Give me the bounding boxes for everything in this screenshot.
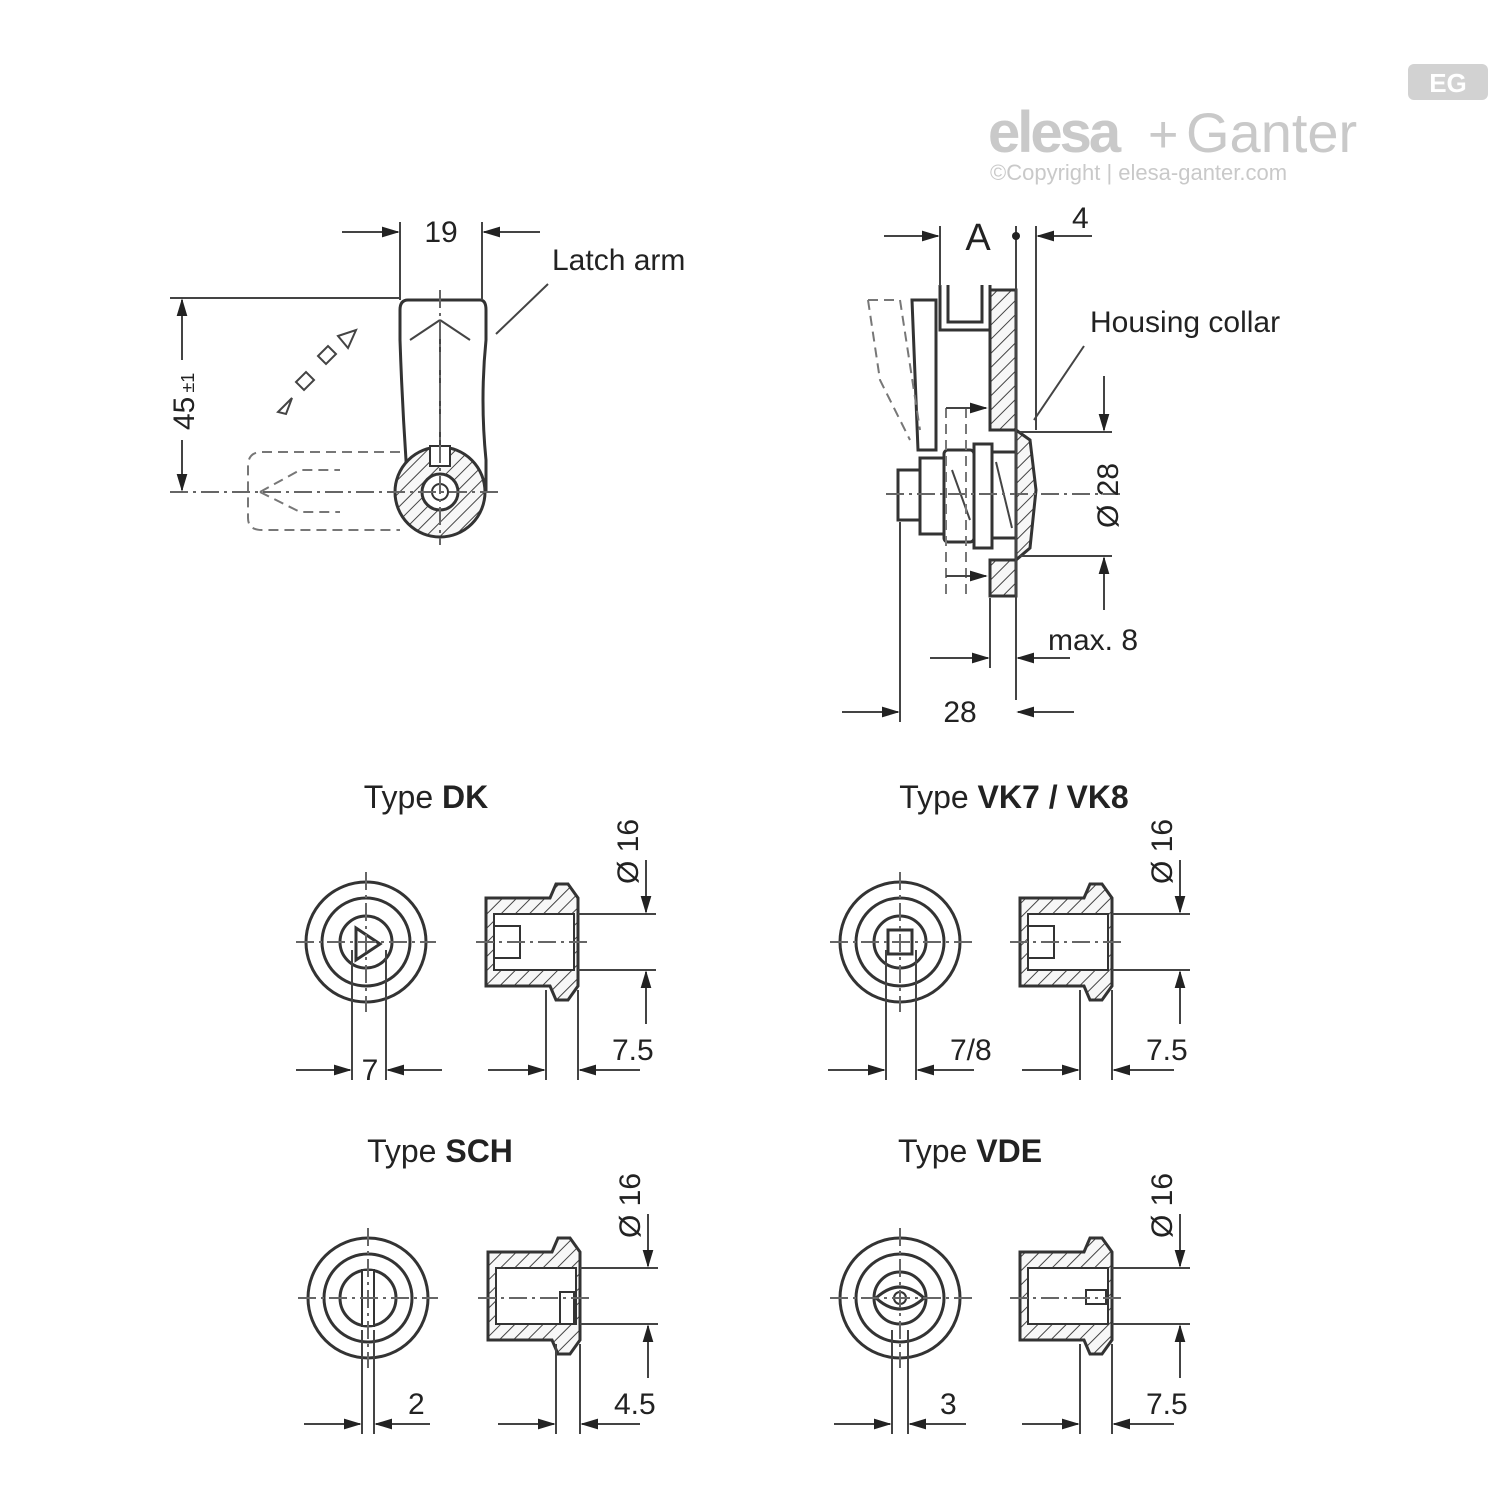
type-vk-title: Type VK7 / VK8 bbox=[899, 779, 1128, 815]
type-vde-dim-diameter: Ø 16 bbox=[1146, 1173, 1179, 1238]
logo-plus: + bbox=[1148, 106, 1178, 164]
dim-width-19: 19 bbox=[424, 216, 457, 249]
dim-collar-diameter-28: Ø 28 bbox=[1092, 463, 1125, 528]
type-vde-title: Type VDE bbox=[898, 1133, 1042, 1169]
dim-collar-4: 4 bbox=[1072, 202, 1089, 235]
callout-housing-collar: Housing collar bbox=[1090, 306, 1280, 339]
callout-latch-arm: Latch arm bbox=[552, 244, 685, 277]
type-vde: Type VDE 3 Ø 16 7.5 bbox=[830, 1133, 1190, 1434]
panel-section-lower bbox=[988, 558, 1018, 598]
type-sch-dim-diameter: Ø 16 bbox=[614, 1173, 647, 1238]
type-dk: Type DK 7 Ø 16 7.5 bbox=[296, 779, 656, 1087]
panel-section-upper bbox=[988, 288, 1018, 432]
side-view: A 4 Housing collar Ø 28 max. 8 28 bbox=[842, 202, 1280, 729]
triangle-key-icon bbox=[354, 925, 383, 963]
type-vde-dim-insert: 3 bbox=[940, 1388, 957, 1421]
type-sch-dim-insert: 2 bbox=[408, 1388, 425, 1421]
type-vk-dim-diameter: Ø 16 bbox=[1146, 819, 1179, 884]
elesa-ganter-logo: EG elesa + Ganter ©Copyright | elesa-gan… bbox=[988, 64, 1488, 185]
type-vde-dim-depth: 7.5 bbox=[1146, 1388, 1188, 1421]
dim-height-45: 45±1 bbox=[168, 373, 201, 430]
front-view: 19 45±1 Latch arm bbox=[168, 216, 685, 545]
logo-copyright: ©Copyright | elesa-ganter.com bbox=[990, 160, 1287, 185]
logo-brand-elesa: elesa bbox=[988, 100, 1122, 165]
type-dk-dim-diameter: Ø 16 bbox=[612, 819, 645, 884]
latch-arm-rotated-ghost bbox=[247, 451, 400, 531]
rotation-direction-icon bbox=[276, 328, 358, 416]
eg-badge-icon bbox=[1408, 64, 1488, 100]
type-sch-title: Type SCH bbox=[367, 1133, 513, 1169]
dim-panel-max-8: max. 8 bbox=[1048, 624, 1138, 657]
type-sch-dim-depth: 4.5 bbox=[614, 1388, 656, 1421]
type-dk-title: Type DK bbox=[364, 779, 488, 815]
leader-housing-collar bbox=[1033, 345, 1085, 421]
type-sch: Type SCH 2 Ø 16 4.5 bbox=[298, 1133, 658, 1434]
square-key-icon bbox=[886, 928, 914, 956]
dim-length-28: 28 bbox=[943, 696, 976, 729]
logo-brand-ganter: Ganter bbox=[1186, 101, 1357, 164]
logo-badge-text: EG bbox=[1429, 68, 1467, 98]
view-label-a: A bbox=[965, 217, 991, 259]
type-dk-dim-insert: 7 bbox=[362, 1054, 379, 1087]
type-dk-dim-depth: 7.5 bbox=[612, 1034, 654, 1067]
type-vk-dim-depth: 7.5 bbox=[1146, 1034, 1188, 1067]
type-vk-dim-insert: 7/8 bbox=[950, 1034, 992, 1067]
type-vk7-vk8: Type VK7 / VK8 7/8 Ø 16 7.5 bbox=[828, 779, 1190, 1080]
leader-latch-arm bbox=[495, 283, 549, 335]
